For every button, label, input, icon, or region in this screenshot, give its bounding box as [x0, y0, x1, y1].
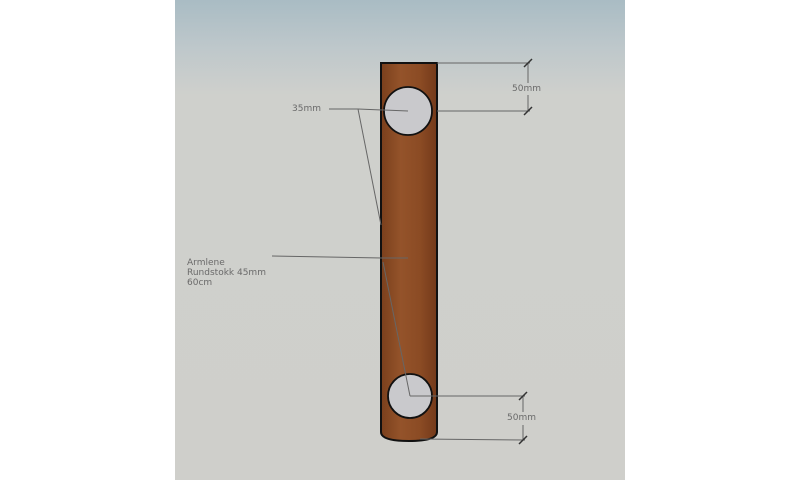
leader-lines: [271, 108, 411, 397]
part-name-label: Armlene Rundstokk 45mm 60cm: [187, 258, 266, 288]
bottom-offset-label: 50mm: [507, 413, 536, 423]
top-offset-label: 50mm: [512, 84, 541, 94]
round-pole: [380, 62, 438, 443]
bottom-dimension: [410, 391, 528, 445]
top-dimension: [437, 58, 533, 116]
part-name-line2: Rundstokk 45mm: [187, 268, 266, 278]
part-name-line3: 60cm: [187, 278, 213, 288]
hole-diameter-label: 35mm: [292, 104, 321, 114]
part-name-line1: Armlene: [187, 258, 225, 268]
